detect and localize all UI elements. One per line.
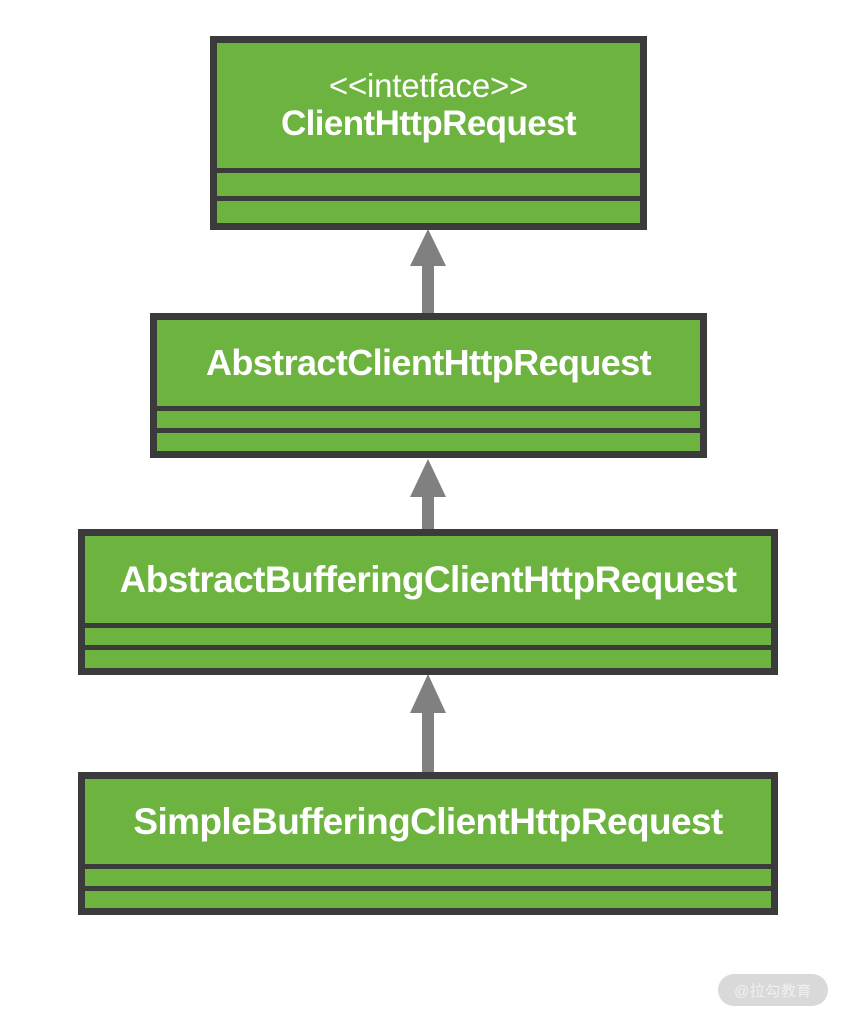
watermark-badge: @拉勾教育 xyxy=(718,974,828,1006)
uml-class-name: AbstractBufferingClientHttpRequest xyxy=(119,558,737,600)
watermark-label: @拉勾教育 xyxy=(734,982,812,1000)
uml-operations-compartment xyxy=(85,891,771,908)
uml-class-name: SimpleBufferingClientHttpRequest xyxy=(133,800,723,842)
uml-class-name: ClientHttpRequest xyxy=(280,104,577,144)
uml-class-header: AbstractClientHttpRequest xyxy=(157,320,700,406)
uml-class-abstract-buffering-client-http-request[interactable]: AbstractBufferingClientHttpRequest xyxy=(78,529,778,675)
uml-operations-compartment xyxy=(85,650,771,668)
uml-class-client-http-request[interactable]: <<intetface>> ClientHttpRequest xyxy=(210,36,647,230)
uml-stereotype-label: <<intetface>> xyxy=(328,66,529,104)
uml-attributes-compartment xyxy=(85,869,771,887)
uml-class-header: AbstractBufferingClientHttpRequest xyxy=(85,536,771,623)
uml-class-name: AbstractClientHttpRequest xyxy=(205,341,652,383)
uml-attributes-compartment xyxy=(217,173,640,196)
generalization-arrow-1 xyxy=(410,229,446,314)
uml-operations-compartment xyxy=(157,433,700,451)
uml-class-abstract-client-http-request[interactable]: AbstractClientHttpRequest xyxy=(150,313,707,458)
uml-operations-compartment xyxy=(217,200,640,224)
generalization-arrow-2 xyxy=(410,459,446,530)
uml-class-header: SimpleBufferingClientHttpRequest xyxy=(85,779,771,865)
uml-class-header: <<intetface>> ClientHttpRequest xyxy=(217,43,640,169)
uml-attributes-compartment xyxy=(85,627,771,646)
generalization-arrow-3 xyxy=(410,674,446,773)
uml-attributes-compartment xyxy=(157,410,700,429)
uml-class-simple-buffering-client-http-request[interactable]: SimpleBufferingClientHttpRequest xyxy=(78,772,778,915)
